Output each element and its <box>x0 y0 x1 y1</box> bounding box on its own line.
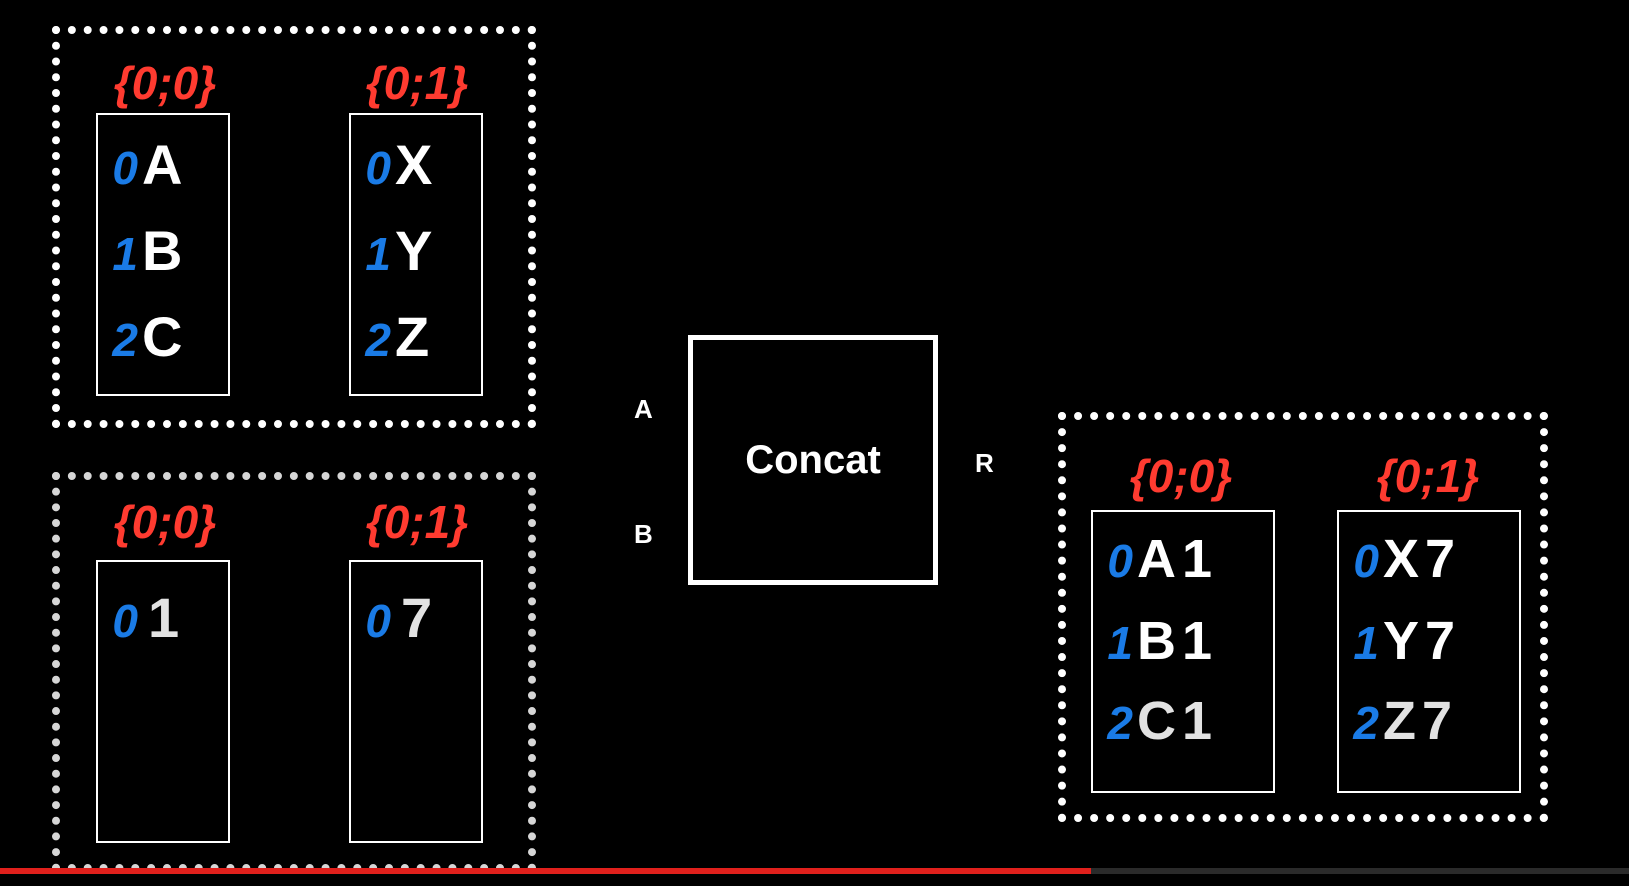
row-value: Z <box>395 305 430 368</box>
row-value: B <box>142 219 183 282</box>
input-a-partition-1-row: 2Z <box>351 309 429 365</box>
input-a-partition-1-row: 0X <box>351 137 432 193</box>
row-index: 0 <box>365 595 391 647</box>
result-partition-0-row: 2C1 <box>1093 694 1218 748</box>
row-index: 0 <box>1107 535 1133 587</box>
row-index: 1 <box>1353 617 1379 669</box>
input-a-partition-1-row: 1Y <box>351 223 432 279</box>
result-partition-1-row: 1Y7 <box>1339 614 1461 668</box>
row-value: C <box>142 305 183 368</box>
input-a-partition-1: 0X 1Y 2Z <box>349 113 483 396</box>
result-partition-1-row: 2Z7 <box>1339 694 1458 748</box>
result-partition-1-row: 0X7 <box>1339 532 1461 586</box>
row-value: Y <box>395 219 433 282</box>
row-value: Y7 <box>1383 611 1462 671</box>
input-a-partition-0-row: 1B <box>98 223 182 279</box>
video-progress-bar[interactable] <box>0 868 1629 874</box>
input-a-partition-0-row: 0A <box>98 137 182 193</box>
row-index: 1 <box>365 228 391 280</box>
result-partition-0-label: {0;0} <box>1129 450 1233 502</box>
row-index: 1 <box>112 228 138 280</box>
row-index: 2 <box>1353 697 1379 749</box>
row-value: A <box>142 133 183 196</box>
port-b-label: B <box>634 519 653 549</box>
row-value: A1 <box>1137 529 1219 589</box>
row-value: X7 <box>1383 529 1462 589</box>
row-index: 0 <box>112 595 138 647</box>
row-value: X <box>395 133 433 196</box>
input-b-partition-0-label: {0;0} <box>113 496 217 548</box>
row-index: 0 <box>112 142 138 194</box>
input-a-partition-0-row: 2C <box>98 309 182 365</box>
concat-operation-box: Concat <box>688 335 938 585</box>
input-a-partition-1-label: {0;1} <box>365 57 469 109</box>
result-group <box>1058 412 1548 822</box>
input-a-partition-0: 0A 1B 2C <box>96 113 230 396</box>
result-partition-1: 0X7 1Y7 2Z7 <box>1337 510 1521 793</box>
video-progress-fill <box>0 868 1092 874</box>
row-index: 1 <box>1107 617 1133 669</box>
port-r-label: R <box>975 448 994 478</box>
result-partition-0: 0A1 1B1 2C1 <box>1091 510 1275 793</box>
row-value: 7 <box>401 586 433 649</box>
concat-operation-label: Concat <box>745 438 881 482</box>
result-partition-1-label: {0;1} <box>1376 450 1480 502</box>
port-a-label: A <box>634 394 653 424</box>
row-value: B1 <box>1137 611 1219 671</box>
input-b-partition-1-label: {0;1} <box>365 496 469 548</box>
input-a-partition-0-label: {0;0} <box>113 57 217 109</box>
row-value: 1 <box>148 586 180 649</box>
row-index: 2 <box>365 314 391 366</box>
row-index: 2 <box>112 314 138 366</box>
row-index: 0 <box>1353 535 1379 587</box>
result-partition-0-row: 1B1 <box>1093 614 1218 668</box>
row-value: Z7 <box>1383 691 1459 751</box>
result-partition-0-row: 0A1 <box>1093 532 1218 586</box>
input-a-group <box>52 26 536 428</box>
row-index: 0 <box>365 142 391 194</box>
row-index: 2 <box>1107 697 1133 749</box>
row-value: C1 <box>1137 691 1219 751</box>
